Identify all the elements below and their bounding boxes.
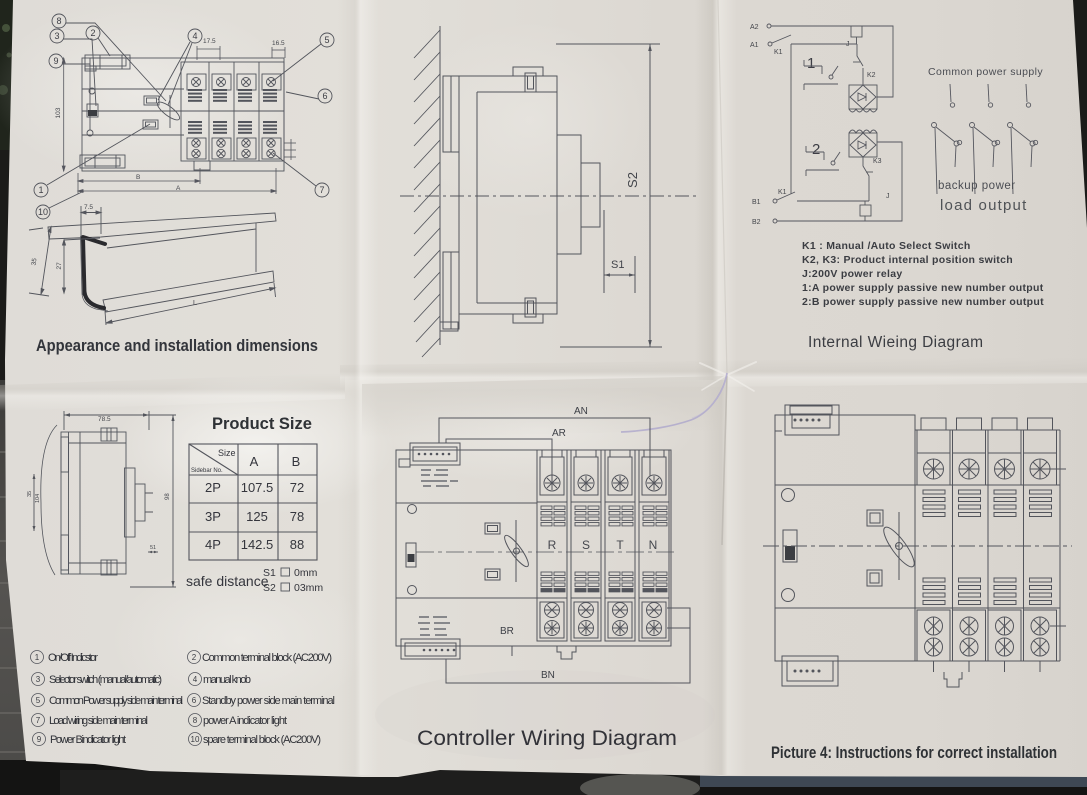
svg-text:03mm: 03mm bbox=[294, 582, 323, 594]
svg-text:B: B bbox=[292, 454, 301, 469]
svg-text:backup power: backup power bbox=[938, 180, 1016, 192]
svg-text:Product Size: Product Size bbox=[212, 415, 312, 433]
svg-text:A2: A2 bbox=[750, 24, 759, 31]
svg-text:6: 6 bbox=[322, 91, 327, 101]
svg-text:T: T bbox=[616, 538, 624, 552]
svg-text:K2: K2 bbox=[867, 72, 876, 79]
svg-text:1: 1 bbox=[35, 653, 40, 662]
svg-text:manual knob: manual knob bbox=[203, 674, 251, 686]
svg-text:7: 7 bbox=[319, 185, 324, 195]
svg-text:J: J bbox=[846, 41, 850, 48]
svg-text:2:B power supply passive new n: 2:B power supply passive new number outp… bbox=[802, 296, 1044, 308]
svg-text:BR: BR bbox=[500, 626, 514, 637]
svg-text:1: 1 bbox=[807, 55, 815, 72]
svg-text:78.5: 78.5 bbox=[98, 416, 111, 423]
svg-text:2: 2 bbox=[90, 28, 95, 38]
svg-text:88: 88 bbox=[290, 537, 304, 552]
svg-text:3: 3 bbox=[54, 31, 59, 41]
svg-text:125: 125 bbox=[246, 509, 268, 524]
svg-text:1: 1 bbox=[38, 185, 43, 195]
svg-text:7: 7 bbox=[36, 716, 41, 725]
svg-text:Power Bindicator light: Power Bindicator light bbox=[50, 734, 126, 746]
svg-text:78: 78 bbox=[290, 509, 304, 524]
svg-text:S1: S1 bbox=[263, 567, 276, 579]
svg-text:9: 9 bbox=[37, 735, 42, 744]
svg-text:load output: load output bbox=[940, 197, 1027, 214]
svg-text:K1: K1 bbox=[774, 49, 783, 56]
svg-text:K2, K3: Product internal pos: K2, K3: Product internal position switch bbox=[802, 254, 1013, 266]
svg-text:B: B bbox=[136, 174, 140, 181]
svg-text:35: 35 bbox=[27, 491, 33, 497]
svg-text:S2: S2 bbox=[625, 172, 640, 188]
svg-text:Common terminal block (AC200V): Common terminal block (AC200V) bbox=[202, 652, 332, 664]
svg-text:2P: 2P bbox=[205, 480, 221, 495]
svg-text:R: R bbox=[548, 538, 557, 552]
svg-text:2: 2 bbox=[812, 141, 820, 158]
svg-text:3: 3 bbox=[36, 675, 41, 684]
svg-text:10: 10 bbox=[38, 207, 48, 217]
svg-text:N: N bbox=[649, 538, 658, 552]
svg-text:Standby power side main termin: Standby power side main terminal bbox=[202, 695, 335, 707]
svg-text:Size: Size bbox=[218, 448, 236, 458]
svg-text:27: 27 bbox=[56, 262, 63, 270]
svg-text:1:A power supply passive new n: 1:A power supply passive new number outp… bbox=[802, 282, 1044, 294]
svg-text:L: L bbox=[193, 300, 197, 307]
svg-text:8: 8 bbox=[56, 16, 61, 26]
svg-text:104: 104 bbox=[35, 494, 41, 503]
svg-text:Controller Wiring Diagram: Controller Wiring Diagram bbox=[417, 726, 677, 750]
svg-text:2: 2 bbox=[192, 653, 197, 662]
svg-text:10: 10 bbox=[191, 735, 200, 744]
svg-text:S: S bbox=[582, 538, 590, 552]
svg-text:Internal Wieing Diagram: Internal Wieing Diagram bbox=[808, 334, 983, 351]
svg-text:9: 9 bbox=[53, 56, 58, 66]
svg-text:J: J bbox=[886, 193, 890, 200]
svg-text:Sidebar No.: Sidebar No. bbox=[191, 468, 223, 474]
svg-text:Selector switch (manual/autom: Selector switch (manual/automatic) bbox=[49, 674, 162, 686]
svg-text:4P: 4P bbox=[205, 537, 221, 552]
svg-text:5: 5 bbox=[324, 35, 329, 45]
svg-text:17.5: 17.5 bbox=[203, 38, 216, 45]
svg-text:B1: B1 bbox=[752, 199, 761, 206]
svg-text:142.5: 142.5 bbox=[241, 537, 274, 552]
svg-text:4: 4 bbox=[192, 31, 197, 41]
svg-text:16.5: 16.5 bbox=[272, 40, 285, 47]
svg-text:Load wiring side main terminal: Load wiring side main terminal bbox=[49, 715, 148, 727]
svg-text:B2: B2 bbox=[752, 219, 761, 226]
svg-text:4: 4 bbox=[193, 675, 198, 684]
svg-text:5: 5 bbox=[36, 696, 41, 705]
svg-text:7.5: 7.5 bbox=[84, 204, 93, 211]
svg-text:S2: S2 bbox=[263, 582, 276, 594]
svg-text:103: 103 bbox=[55, 107, 62, 118]
svg-text:S1: S1 bbox=[611, 259, 624, 271]
svg-text:98: 98 bbox=[165, 493, 171, 500]
svg-text:51: 51 bbox=[150, 545, 156, 551]
svg-text:72: 72 bbox=[290, 480, 304, 495]
svg-text:safe distance: safe distance bbox=[186, 573, 269, 589]
svg-text:AR: AR bbox=[552, 428, 566, 439]
svg-text:Appearance and installation di: Appearance and installation dimensions bbox=[36, 337, 318, 355]
svg-text:8: 8 bbox=[193, 716, 198, 725]
svg-text:Picture 4: Instructions for c: Picture 4: Instructions for correct inst… bbox=[771, 743, 1057, 762]
svg-text:A: A bbox=[250, 454, 259, 469]
svg-text:spare terminal block (AC200V): spare terminal block (AC200V) bbox=[203, 734, 321, 746]
svg-text:BN: BN bbox=[541, 670, 555, 681]
svg-text:3P: 3P bbox=[205, 509, 221, 524]
svg-text:K1: K1 bbox=[778, 189, 787, 196]
svg-text:Common power supply: Common power supply bbox=[928, 66, 1043, 78]
svg-text:Common Power supply side main: Common Power supply side main terminal bbox=[49, 695, 183, 707]
svg-text:A1: A1 bbox=[750, 42, 759, 49]
svg-text:107.5: 107.5 bbox=[241, 480, 274, 495]
svg-text:power A indicator light: power A indicator light bbox=[203, 715, 287, 727]
svg-text:35: 35 bbox=[31, 257, 39, 266]
svg-text:On/Off Indicstor: On/Off Indicstor bbox=[48, 652, 98, 664]
svg-text:K3: K3 bbox=[873, 158, 882, 165]
svg-text:K1 : Manual /Auto Select Swi: K1 : Manual /Auto Select Switch bbox=[802, 240, 971, 252]
svg-text:A: A bbox=[176, 185, 181, 192]
svg-text:J:200V power relay: J:200V power relay bbox=[802, 268, 903, 280]
svg-text:AN: AN bbox=[574, 406, 588, 417]
svg-text:6: 6 bbox=[192, 696, 197, 705]
svg-text:0mm: 0mm bbox=[294, 567, 318, 579]
